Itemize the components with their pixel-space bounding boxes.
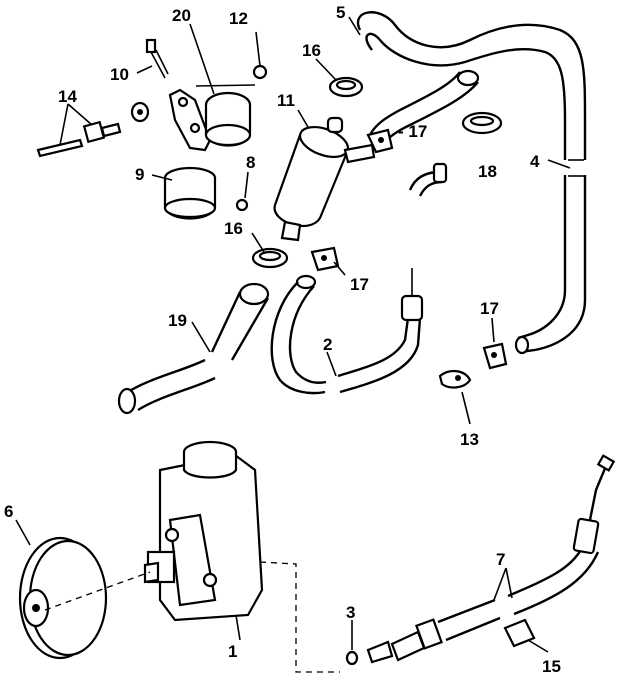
callout-6: 6 bbox=[4, 502, 13, 521]
callout-10: 10 bbox=[110, 65, 129, 84]
clamp-16-bottom bbox=[251, 247, 289, 269]
callout-16-top: 16 bbox=[302, 41, 321, 60]
callout-14: 14 bbox=[58, 87, 77, 106]
pump-1 bbox=[143, 440, 264, 622]
bolt-14 bbox=[36, 101, 150, 158]
nut-15 bbox=[503, 618, 536, 648]
callout-17-c: 17 bbox=[480, 299, 499, 318]
hose-4 bbox=[514, 175, 587, 355]
callout-labels: 1 2 3 4 5 6 7 8 9 10 11 12 13 14 15 16 1… bbox=[4, 3, 561, 676]
washer-8 bbox=[235, 198, 249, 212]
hose-2 bbox=[270, 268, 424, 395]
callout-12: 12 bbox=[229, 9, 248, 28]
callout-4: 4 bbox=[530, 152, 540, 171]
clamp-17-a bbox=[366, 128, 394, 154]
shaft-centerline bbox=[44, 571, 151, 611]
callout-9: 9 bbox=[135, 165, 144, 184]
callout-17-b: 17 bbox=[350, 275, 369, 294]
washer-3 bbox=[345, 650, 359, 666]
callout-19: 19 bbox=[168, 311, 187, 330]
callout-1: 1 bbox=[228, 642, 237, 661]
hose-5 bbox=[356, 11, 587, 160]
callout-16-bottom: 16 bbox=[224, 219, 243, 238]
callout-13: 13 bbox=[460, 430, 479, 449]
leader-lines bbox=[15, 16, 584, 653]
clamp-17-c bbox=[482, 342, 508, 370]
callout-15: 15 bbox=[542, 657, 561, 676]
clip-13 bbox=[438, 370, 472, 389]
hose-7 bbox=[366, 454, 616, 664]
clamp-18 bbox=[461, 111, 503, 135]
sleeve-9 bbox=[163, 166, 217, 220]
bolt-10 bbox=[145, 38, 169, 79]
filter-11 bbox=[273, 116, 376, 242]
callout-3: 3 bbox=[346, 603, 355, 622]
callout-7: 7 bbox=[496, 550, 505, 569]
elbow-fitting bbox=[408, 162, 448, 197]
callout-11: 11 bbox=[277, 91, 295, 110]
nut-12 bbox=[252, 64, 268, 80]
callout-18: 18 bbox=[478, 162, 497, 181]
callout-20: 20 bbox=[172, 6, 191, 25]
pulley-6 bbox=[18, 536, 108, 660]
callout-2: 2 bbox=[323, 335, 332, 354]
hose-19 bbox=[117, 282, 270, 415]
pump-outlet-centerline bbox=[259, 561, 340, 673]
callout-5: 5 bbox=[336, 3, 345, 22]
callout-8: 8 bbox=[246, 153, 255, 172]
callout-17-a: - 17 bbox=[398, 122, 427, 141]
bracket-20 bbox=[168, 88, 252, 152]
clamp-16-top bbox=[328, 76, 364, 98]
clamp-17-b bbox=[310, 246, 340, 272]
